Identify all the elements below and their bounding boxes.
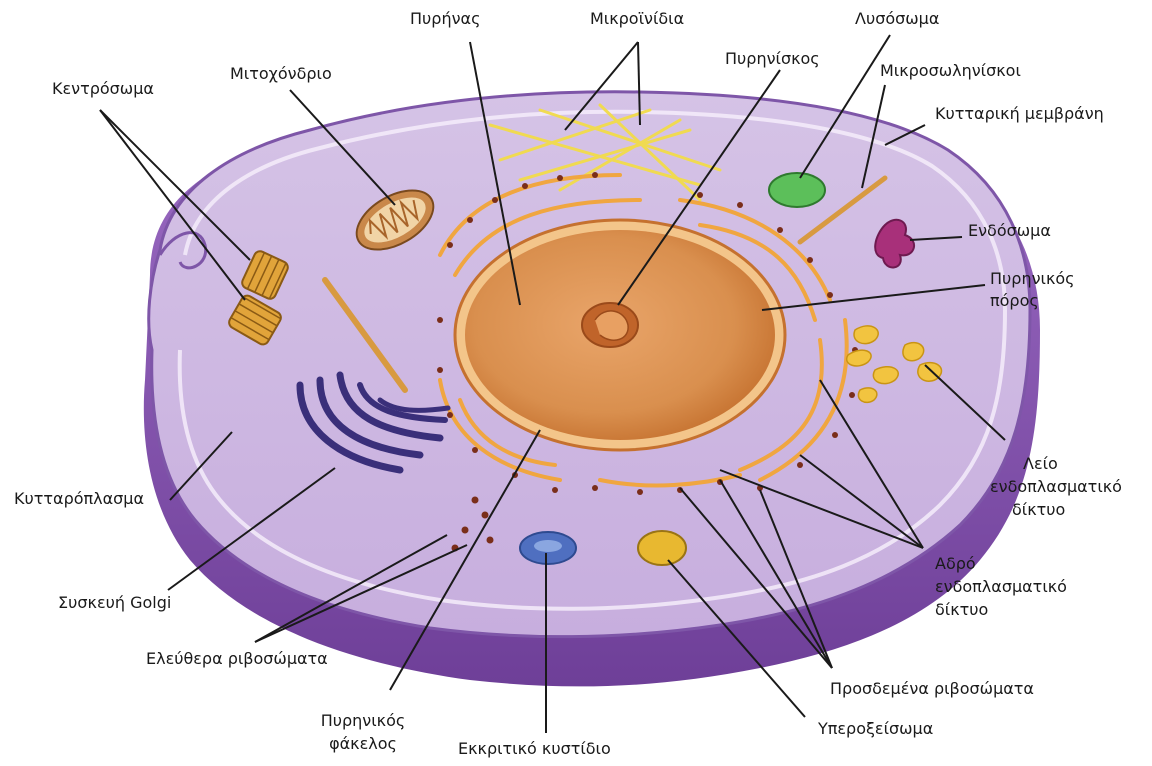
label-rough-er-1: Αδρό	[935, 553, 976, 575]
label-nucleolus: Πυρηνίσκος	[725, 48, 820, 70]
label-cell-membrane: Κυτταρική μεμβράνη	[935, 103, 1104, 125]
secretory-vesicle-inner	[534, 540, 562, 552]
label-rough-er-2: ενδοπλασματικό	[935, 576, 1067, 598]
label-mitochondrion: Μιτοχόνδριο	[230, 63, 332, 85]
lysosome	[769, 173, 825, 207]
label-bound-ribosomes: Προσδεμένα ριβοσώματα	[830, 678, 1034, 700]
nucleolus-detail	[595, 311, 628, 340]
label-peroxisome: Υπεροξείσωμα	[818, 718, 933, 740]
label-rough-er-3: δίκτυο	[935, 599, 988, 621]
label-microtubules: Μικροσωληνίσκοι	[880, 60, 1021, 82]
peroxisome	[638, 531, 686, 565]
label-cytoplasm: Κυτταρόπλασμα	[14, 488, 144, 510]
label-nuclear-pore-1: Πυρηνικός	[990, 268, 1075, 290]
label-nucleus: Πυρήνας	[410, 8, 480, 30]
label-microfilaments: Μικροϊνίδια	[590, 8, 684, 30]
label-smooth-er-1: Λείο	[1023, 453, 1058, 475]
label-nuclear-pore-2: πόρος	[990, 290, 1039, 312]
label-nuclear-envelope-1: Πυρηνικός	[318, 710, 408, 732]
label-golgi: Συσκευή Golgi	[58, 592, 171, 614]
label-secretory-vesicle: Εκκριτικό κυστίδιο	[458, 738, 611, 760]
label-lysosome: Λυσόσωμα	[855, 8, 939, 30]
label-free-ribosomes: Ελεύθερα ριβοσώματα	[146, 648, 328, 670]
label-smooth-er-3: δίκτυο	[1012, 499, 1065, 521]
label-endosome: Ενδόσωμα	[968, 220, 1051, 242]
label-smooth-er-2: ενδοπλασματικό	[990, 476, 1122, 498]
label-nuclear-envelope-2: φάκελος	[318, 733, 408, 755]
label-centrosome: Κεντρόσωμα	[52, 78, 154, 100]
